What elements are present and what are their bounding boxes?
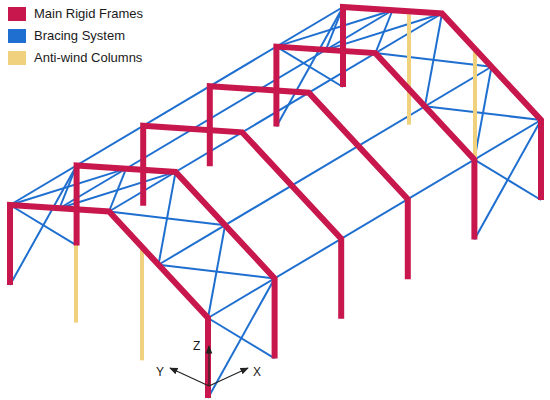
- axis-triad: [170, 346, 248, 386]
- wall-brace: [208, 318, 275, 358]
- wall-brace: [10, 165, 77, 285]
- anti-wind-columns: [76, 14, 475, 360]
- wall-brace: [276, 7, 343, 127]
- legend-text: Bracing System: [34, 28, 125, 43]
- axis-label: X: [253, 366, 261, 378]
- rigid-frame: [143, 126, 341, 319]
- roof-brace: [425, 14, 442, 107]
- axis-arrow: [170, 368, 209, 386]
- anti-wind-column: [407, 14, 411, 124]
- roof-brace: [159, 172, 176, 265]
- roof-brace: [208, 225, 225, 318]
- wall-brace: [474, 160, 541, 200]
- legend-entry: Main Rigid Frames: [8, 6, 143, 21]
- legend-text: Main Rigid Frames: [34, 6, 143, 21]
- anti-wind-column: [473, 52, 477, 162]
- legend-swatch: [8, 7, 26, 21]
- rigid-frame: [210, 86, 408, 279]
- wall-brace: [208, 278, 275, 398]
- legend-entry: Bracing System: [8, 28, 125, 43]
- rigid-frame: [77, 165, 275, 358]
- roof-brace: [375, 10, 392, 53]
- main-rigid-frames: [10, 7, 541, 398]
- legend-swatch: [8, 29, 26, 43]
- bracing-system: [10, 7, 541, 398]
- axis-arrow: [209, 368, 248, 386]
- legend-swatch: [8, 51, 26, 65]
- wall-brace: [474, 120, 541, 240]
- legend-text: Anti-wind Columns: [34, 50, 142, 65]
- rigid-frame: [343, 7, 541, 200]
- anti-wind-column: [140, 250, 144, 360]
- roof-brace: [109, 169, 126, 212]
- axis-arrow: [208, 346, 209, 386]
- rigid-frame: [10, 205, 208, 398]
- legend-entry: Anti-wind Columns: [8, 50, 142, 65]
- rigid-frame: [276, 47, 474, 240]
- axis-label: Y: [156, 366, 164, 378]
- axis-label: Z: [193, 340, 200, 352]
